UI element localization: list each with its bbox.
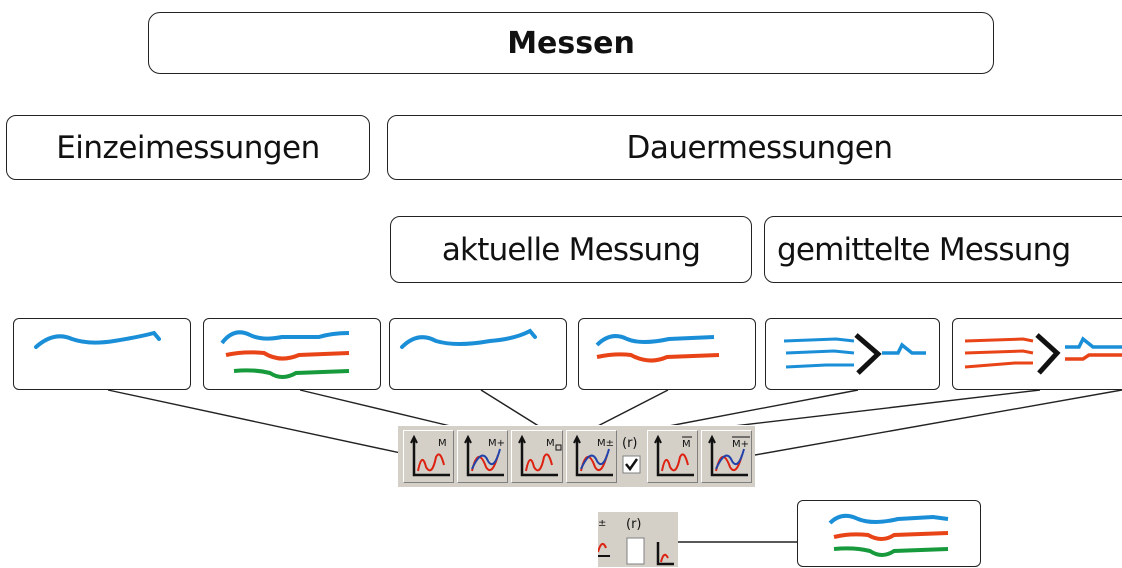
secondary-toolbar-fragment: ± (r) bbox=[598, 512, 678, 567]
thumbnail-averaged-blue bbox=[765, 318, 940, 390]
result-three-curve-graphic bbox=[828, 513, 949, 557]
category-single-box: Einzeimessungen bbox=[6, 115, 370, 180]
svg-text:M: M bbox=[546, 438, 555, 449]
subcategory-averaged-label: gemittelte Messung bbox=[777, 231, 1071, 268]
multi-measurement-chart-icon: M+ bbox=[464, 434, 505, 477]
averaged-single-chart-icon: M bbox=[653, 434, 694, 477]
connector-line bbox=[589, 389, 669, 431]
svg-text:M+: M+ bbox=[488, 438, 505, 449]
thumbnail-averaged-red bbox=[952, 318, 1122, 390]
averaged-multi-chart-button[interactable]: M+ bbox=[700, 430, 753, 483]
svg-text:M+: M+ bbox=[732, 439, 749, 450]
svg-text:M: M bbox=[682, 439, 691, 450]
continuous-multi-chart-button[interactable]: M± bbox=[565, 430, 617, 483]
svg-text:(r): (r) bbox=[622, 436, 638, 451]
averaged-red-graphic bbox=[964, 333, 1122, 375]
category-continuous-label: Dauermessungen bbox=[626, 129, 893, 166]
svg-text:(r): (r) bbox=[626, 517, 642, 532]
multi-curve-graphic bbox=[220, 330, 350, 379]
multi-measurement-chart-button[interactable]: M+ bbox=[457, 430, 509, 483]
reference-checkbox-icon: (r) bbox=[622, 436, 641, 474]
continuous-multi-chart-icon: M± bbox=[572, 434, 614, 477]
continuous-single-chart-button[interactable]: M bbox=[511, 430, 563, 483]
thumbnail-current-two-curves bbox=[578, 318, 756, 390]
averaged-multi-chart-icon: M+ bbox=[707, 434, 750, 477]
secondary-toolbar-icons: ± (r) bbox=[598, 517, 674, 566]
thumbnail-single-blue bbox=[13, 318, 191, 390]
thumbnail-multi-curves bbox=[203, 318, 381, 390]
thumbnail-result-three-curves bbox=[797, 500, 981, 567]
connector-line bbox=[754, 389, 1122, 456]
connector-line bbox=[299, 389, 468, 431]
connector-line bbox=[699, 389, 1041, 431]
averaged-single-chart-button[interactable]: M bbox=[646, 430, 698, 483]
subcategory-current-label: aktuelle Messung bbox=[441, 231, 701, 268]
current-curve-graphic bbox=[400, 328, 537, 349]
continuous-single-chart-icon: M bbox=[518, 434, 562, 477]
thumbnail-current-blue bbox=[389, 318, 567, 390]
connector-line bbox=[107, 389, 411, 456]
subcategory-current-box: aktuelle Messung bbox=[390, 216, 752, 283]
current-two-curve-graphic bbox=[595, 334, 720, 363]
single-curve-graphic bbox=[34, 330, 161, 349]
page-title: Messen bbox=[507, 25, 635, 61]
category-continuous-box: Dauermessungen bbox=[387, 115, 1122, 180]
single-measurement-chart-button[interactable]: M bbox=[403, 430, 455, 483]
category-single-label: Einzeimessungen bbox=[56, 129, 320, 166]
svg-text:M: M bbox=[438, 438, 447, 449]
measurement-toolbar: M M+ M M± (r) bbox=[398, 425, 755, 487]
reference-toggle[interactable]: (r) bbox=[619, 430, 644, 483]
title-box: Messen bbox=[148, 12, 994, 74]
connector-line bbox=[647, 389, 859, 431]
svg-text:±: ± bbox=[598, 518, 606, 529]
single-measurement-chart-icon: M bbox=[410, 434, 450, 477]
subcategory-averaged-box: gemittelte Messung bbox=[764, 216, 1122, 283]
averaged-blue-graphic bbox=[783, 333, 926, 375]
svg-text:M±: M± bbox=[597, 438, 614, 449]
connector-line bbox=[480, 389, 546, 431]
